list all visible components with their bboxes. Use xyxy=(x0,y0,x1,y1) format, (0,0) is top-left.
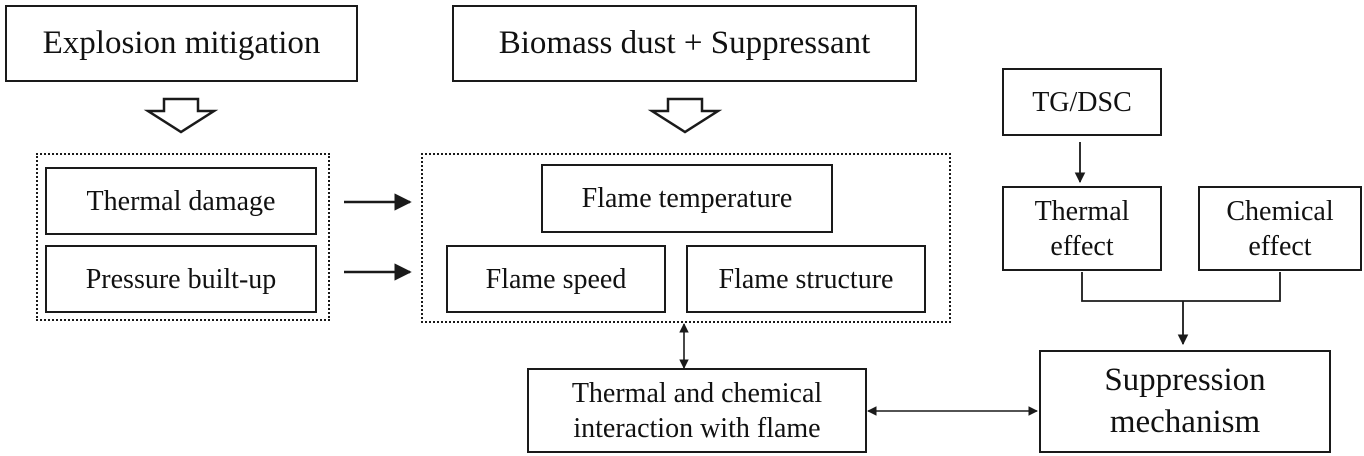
explosion-mitigation-box: Explosion mitigation xyxy=(5,5,358,82)
thermal-effect-line2: effect xyxy=(1050,230,1114,262)
chemical-effect-line1: Chemical xyxy=(1226,195,1334,227)
thermal-effect-box: Thermal effect xyxy=(1002,186,1162,271)
biomass-suppressant-label: Biomass dust + Suppressant xyxy=(498,24,871,61)
thermal-damage-box: Thermal damage xyxy=(45,167,317,235)
tg-dsc-box: TG/DSC xyxy=(1002,68,1162,136)
flame-structure-box: Flame structure xyxy=(686,245,926,313)
suppression-mechanism-box: Suppression mechanism xyxy=(1039,350,1331,453)
flame-temperature-label: Flame temperature xyxy=(581,183,793,214)
explosion-mitigation-label: Explosion mitigation xyxy=(42,24,321,61)
thermal-damage-label: Thermal damage xyxy=(86,185,276,217)
suppression-mechanism-line1: Suppression xyxy=(1104,362,1266,399)
suppression-mechanism-line2: mechanism xyxy=(1109,403,1261,440)
flame-structure-label: Flame structure xyxy=(718,263,894,295)
flame-speed-label: Flame speed xyxy=(485,263,627,295)
flame-temperature-box: Flame temperature xyxy=(541,164,833,233)
hollow-down-arrow-center xyxy=(647,97,723,134)
left-group-frame xyxy=(36,153,330,321)
interaction-line1: Thermal and chemical xyxy=(571,377,823,409)
merge-connector xyxy=(1081,272,1281,302)
thermal-effect-line1: Thermal xyxy=(1034,195,1130,227)
center-group-frame xyxy=(421,153,951,323)
tg-dsc-label: TG/DSC xyxy=(1032,86,1132,118)
interaction-box: Thermal and chemical interaction with fl… xyxy=(527,368,867,453)
pressure-built-up-label: Pressure built-up xyxy=(85,263,277,295)
chemical-effect-box: Chemical effect xyxy=(1198,186,1362,271)
interaction-line2: interaction with flame xyxy=(573,412,821,444)
biomass-suppressant-box: Biomass dust + Suppressant xyxy=(452,5,917,82)
chemical-effect-line2: effect xyxy=(1248,230,1312,262)
pressure-built-up-box: Pressure built-up xyxy=(45,245,317,313)
flame-speed-box: Flame speed xyxy=(446,245,666,313)
hollow-down-arrow-left xyxy=(143,97,219,134)
